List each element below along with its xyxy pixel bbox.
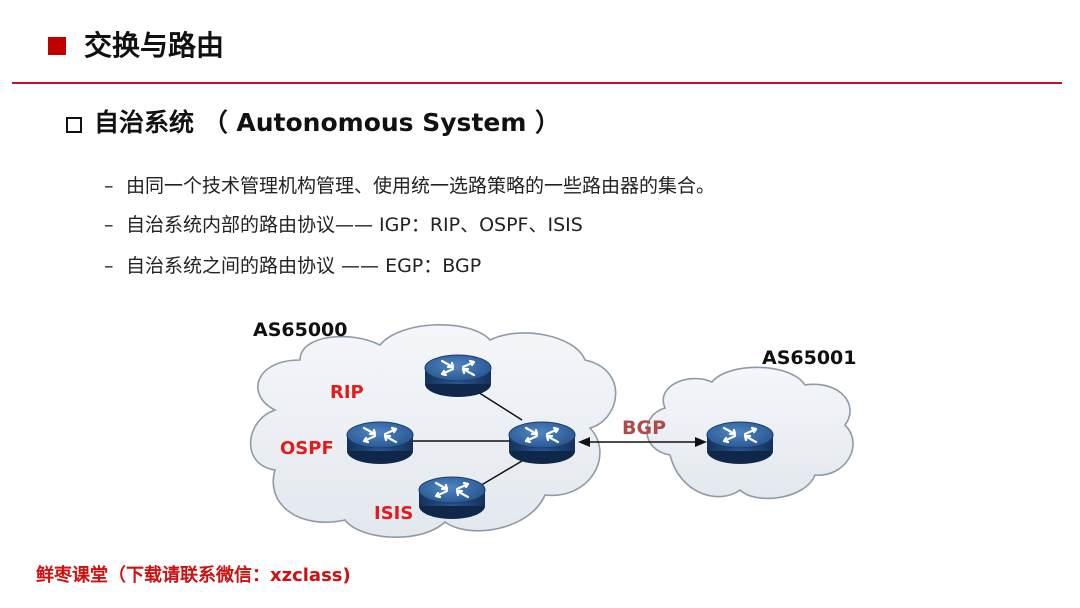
as65000-cloud: [249, 324, 617, 539]
bullet-text: 自治系统之间的路由协议 —— EGP：BGP: [126, 255, 482, 277]
dash: –: [104, 255, 114, 277]
router-icon: [507, 420, 577, 466]
bullet-text: 自治系统内部的路由协议—— IGP：RIP、OSPF、ISIS: [126, 214, 583, 236]
footer-text: 鲜枣课堂（下载请联系微信：xzclass): [36, 565, 351, 586]
bullet-point: –自治系统内部的路由协议—— IGP：RIP、OSPF、ISIS: [104, 211, 583, 239]
protocol-label-ospf: OSPF: [280, 438, 334, 459]
section-heading: 自治系统 （ Autonomous System ）: [94, 108, 561, 137]
bullet-text: 由同一个技术管理机构管理、使用统一选路策略的一些路由器的集合。: [126, 175, 716, 197]
link-bottom-center: [477, 460, 523, 488]
title-rule: [12, 82, 1062, 84]
router-icon: [423, 353, 493, 399]
page-title: 交换与路由: [84, 29, 225, 62]
protocol-label-isis: ISIS: [374, 503, 414, 524]
protocol-label-rip: RIP: [330, 382, 364, 403]
router-icon: [417, 475, 487, 521]
router-icon: [345, 420, 415, 466]
bullet-point: –自治系统之间的路由协议 —— EGP：BGP: [104, 252, 481, 280]
as65001-label: AS65001: [762, 347, 857, 369]
dash: –: [104, 214, 114, 236]
as65000-label: AS65000: [253, 319, 348, 341]
bullet-point: –由同一个技术管理机构管理、使用统一选路策略的一些路由器的集合。: [104, 172, 715, 200]
bgp-label: BGP: [622, 417, 667, 439]
router-icon: [705, 420, 775, 466]
bullet-box: [66, 117, 82, 133]
bgp-link: [578, 437, 707, 447]
dash: –: [104, 175, 114, 197]
title-marker: [48, 37, 66, 55]
